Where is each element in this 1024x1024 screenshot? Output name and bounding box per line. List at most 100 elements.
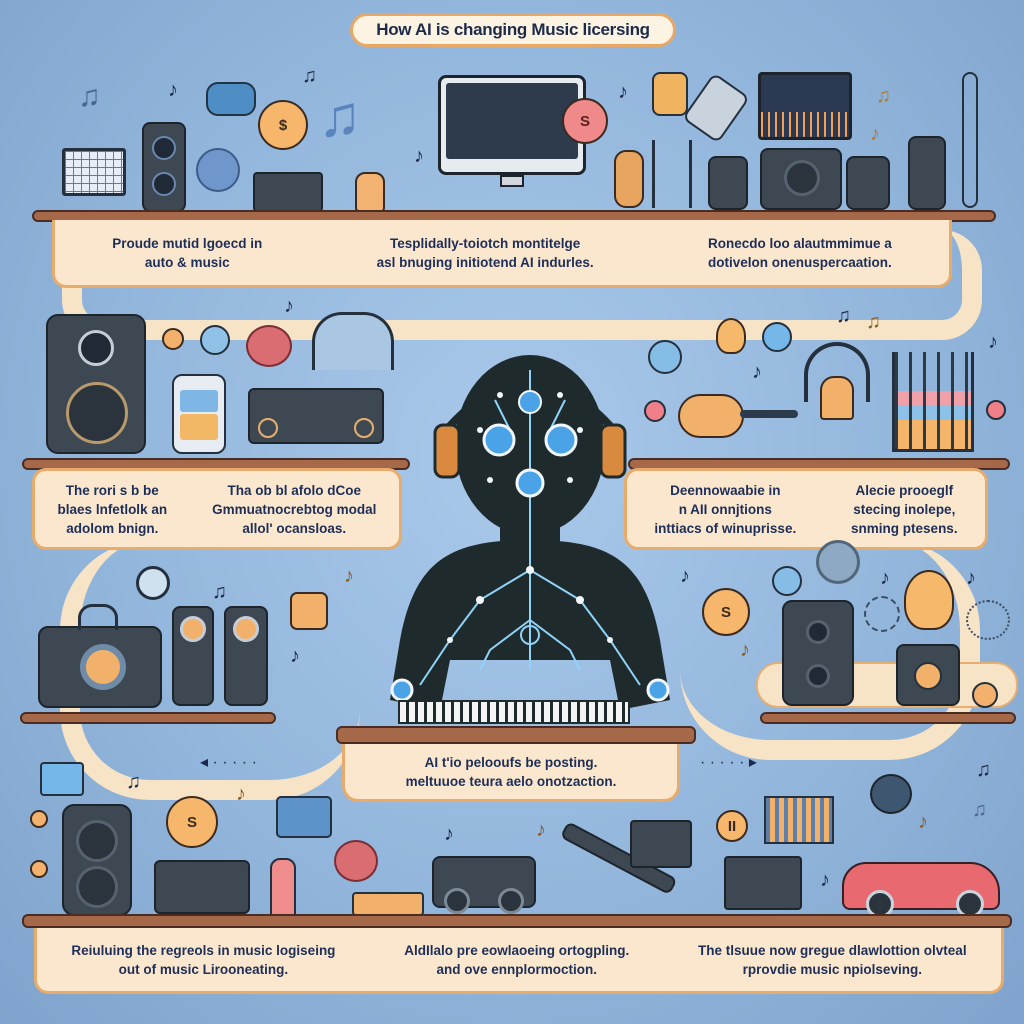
music-note-icon: ♪ [618, 81, 628, 103]
music-note-icon: ♫ [212, 581, 227, 603]
app-badge-icon [290, 592, 328, 630]
music-notes-large-icon: ♫ [318, 84, 362, 149]
shelf-lower-left [20, 712, 276, 724]
amp-box-icon [896, 644, 960, 706]
music-note-icon: ♪ [880, 567, 890, 589]
car-icon [842, 862, 1000, 918]
disc-icon [200, 325, 230, 355]
music-note-icon: ♪ [680, 565, 690, 587]
page-title: How AI is changing Music licersing [376, 20, 650, 39]
keyboard-stand-icon [62, 148, 126, 196]
music-note-icon: ♫ [976, 759, 991, 781]
speaker-tower-icon [62, 804, 132, 916]
caption-bottom-3: The tlsuue now gregue dlawlottion olvtea… [698, 942, 967, 977]
bubble-icon [30, 810, 48, 828]
bubble-icon [30, 860, 48, 878]
headphone-earcup-icon [206, 82, 256, 116]
boombox-handle-icon [78, 604, 118, 630]
cherry-note-icon [644, 400, 666, 422]
coin-dollar-icon: S [702, 588, 750, 636]
caption-panel-bottom: Reiuluing the regreols in music logisein… [34, 928, 1004, 994]
coin-dollar-icon: $ [258, 100, 308, 150]
speaker-tower-icon [142, 122, 186, 212]
cassette-deck-icon [253, 172, 323, 212]
music-note-icon: ♫ [302, 65, 317, 87]
caption-panel-center: AI t'io pelooufs be posting.meltuuoe teu… [342, 744, 680, 802]
guitar-icon [614, 150, 644, 208]
ai-figure-icon [390, 355, 670, 710]
music-note-icon: ♪ [284, 295, 294, 317]
guitar-horizontal-icon [678, 394, 744, 438]
boombox-icon [38, 626, 162, 708]
arrow-right-icon: · · · · · ▸ [700, 754, 757, 771]
music-note-icon: ♪ [536, 819, 546, 841]
car-stereo-icon [312, 312, 394, 370]
microphone-stand-icon [652, 140, 692, 208]
lightbulb-icon [716, 318, 746, 354]
vinyl-spin-icon [816, 540, 860, 584]
caption-bottom-1: Reiuluing the regreols in music logisein… [71, 942, 336, 977]
cherry-note-icon [986, 400, 1006, 420]
headphones-icon [804, 342, 870, 402]
music-note-icon: ♪ [918, 811, 928, 833]
music-note-icon: ♫ [972, 799, 987, 821]
speaker-tall-1-icon [172, 606, 214, 706]
media-player-icon [172, 374, 226, 454]
network-nodes-icon [966, 600, 1010, 640]
disc-icon [762, 322, 792, 352]
shelf-bottom [22, 914, 1012, 928]
keyboard-icon [398, 700, 630, 724]
disc-icon [772, 566, 802, 596]
coin-dollar-red-icon: S [562, 98, 608, 144]
brain-red-icon [246, 325, 292, 367]
music-note-icon: ♫ [836, 305, 851, 327]
music-folder-icon [276, 796, 332, 838]
music-note-icon: ♪ [290, 645, 300, 667]
desk-lamp-icon [355, 172, 385, 212]
speaker-small-2-icon [708, 156, 748, 210]
headphone-figure-icon [820, 376, 854, 420]
caption-bottom-2: AldIlalo pre eowlaoeing ortogpling.and o… [404, 942, 630, 977]
music-note-icon: ♪ [966, 567, 976, 589]
flag-icon [40, 762, 84, 796]
shelf-lower-right [760, 712, 1016, 724]
coin-dollar-icon: S [166, 796, 218, 848]
radio-receiver-icon [248, 388, 384, 444]
floor-lamp-icon [962, 72, 978, 208]
music-note-icon: ♪ [740, 639, 750, 661]
caption-center: AI t'io pelooufs be posting.meltuuoe teu… [405, 754, 617, 789]
music-note-icon: ♪ [870, 123, 880, 145]
stereo-box-icon [724, 856, 802, 910]
brain-icon [196, 148, 240, 192]
music-note-icon: ♪ [344, 565, 354, 587]
music-note-icon: ♫ [866, 311, 881, 333]
music-note-icon: ♪ [236, 783, 246, 805]
figure-icon [270, 858, 296, 918]
equalizer-display-icon [764, 796, 834, 844]
equalizer-icon [892, 352, 974, 452]
bookshelf-speaker-icon [46, 314, 146, 454]
brain-red-icon [334, 840, 378, 882]
control-panel-icon [630, 820, 692, 868]
truck-icon [432, 856, 536, 914]
bubble-icon [162, 328, 184, 350]
music-note-icon: ♫ [126, 771, 141, 793]
music-note-icon: ♪ [820, 869, 830, 891]
ring-icon [136, 566, 170, 600]
speaker-small-icon [908, 136, 946, 210]
speaker-tall-2-icon [224, 606, 268, 706]
music-notes-icon: ♫ [78, 80, 101, 113]
backpack-icon [652, 72, 688, 116]
arrow-left-icon: ◂ · · · · · [200, 754, 257, 771]
coin-pause-icon: II [716, 810, 748, 842]
spectrum-monitor-icon [758, 72, 852, 140]
